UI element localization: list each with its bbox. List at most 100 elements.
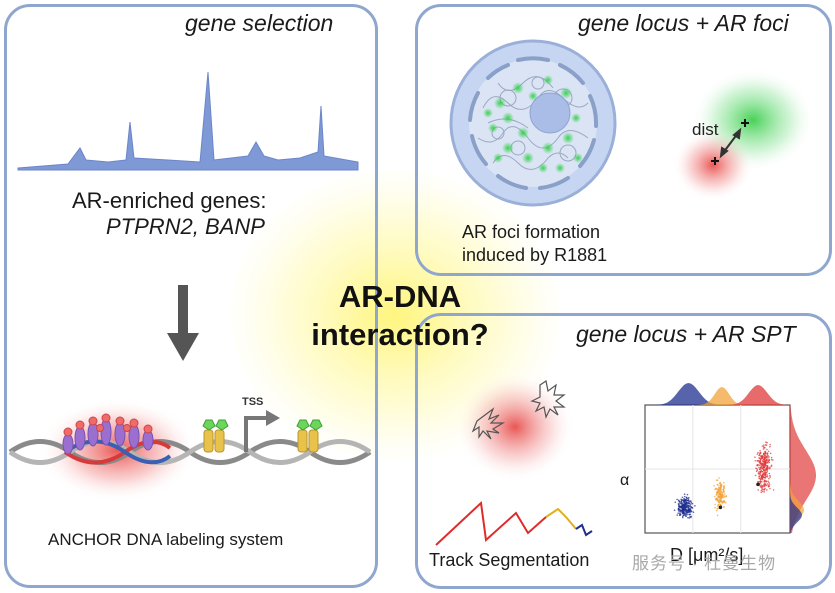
scatter-point-group-0 — [679, 505, 681, 508]
scatter-point-group-1 — [719, 503, 721, 506]
scatter-point-group-1 — [723, 485, 725, 487]
scatter-point-group-0 — [689, 507, 691, 510]
scatter-point-group-0 — [673, 509, 676, 511]
scatter-point-group-2 — [765, 484, 768, 487]
scatter-point-group-2 — [759, 451, 762, 454]
scatter-point-group-0 — [689, 504, 691, 507]
scatter-point-group-1 — [723, 505, 725, 508]
scatter-point-group-2 — [763, 456, 765, 458]
scatter-point-group-2 — [757, 451, 759, 454]
scatter-point-group-1 — [717, 500, 720, 503]
watermark-text: 服务号 · 杜曼生物 — [632, 554, 777, 573]
scatter-point-group-2 — [757, 464, 760, 466]
scatter-point-group-0 — [688, 509, 691, 512]
scatter-point-group-0 — [684, 495, 686, 498]
scatter-point-group-0 — [680, 505, 683, 507]
scatter-point-group-2 — [766, 453, 769, 456]
center-question: AR-DNA interaction? — [300, 278, 500, 354]
scatter-point-group-2 — [761, 490, 764, 493]
scatter-point-group-0 — [685, 509, 688, 512]
scatter-point-group-0 — [677, 504, 680, 506]
median-marker-1 — [756, 482, 760, 487]
scatter-point-group-1 — [714, 498, 717, 501]
scatter-point-group-2 — [770, 465, 773, 467]
scatter-point-group-2 — [766, 460, 769, 462]
scatter-point-group-0 — [683, 514, 685, 516]
scatter-point-group-0 — [689, 511, 692, 513]
scatter-point-group-2 — [760, 477, 762, 479]
marginal-top-density-1 — [645, 387, 790, 405]
scatter-point-group-2 — [764, 487, 766, 490]
scatter-point-group-1 — [715, 487, 717, 490]
plus-marker-green — [741, 119, 749, 127]
scatter-point-group-0 — [683, 497, 685, 500]
scatter-point-group-2 — [772, 489, 775, 491]
scatter-point-group-0 — [689, 500, 691, 503]
scatter-point-group-1 — [720, 491, 722, 494]
scatter-point-group-1 — [719, 487, 722, 489]
scatter-point-group-1 — [719, 489, 722, 492]
scatter-point-group-2 — [767, 454, 769, 457]
nucleolus — [529, 92, 571, 134]
scatter-point-group-0 — [690, 510, 693, 513]
scatter-point-group-1 — [721, 494, 723, 497]
foci-caption-line2: induced by R1881 — [462, 245, 608, 265]
ar-dimer-2 — [296, 419, 323, 453]
median-marker-0 — [718, 505, 723, 510]
scatter-point-group-2 — [767, 457, 769, 459]
gene-locus-red — [673, 129, 753, 201]
scatter-point-group-2 — [758, 475, 761, 477]
scatter-point-group-0 — [684, 502, 687, 504]
scatter-point-group-0 — [689, 515, 691, 518]
scatter-point-group-2 — [763, 446, 766, 449]
panel-gene-selection — [4, 4, 378, 588]
scatter-point-group-2 — [769, 452, 772, 455]
scatter-point-group-2 — [754, 456, 756, 458]
ar-dimer-1 — [202, 419, 229, 453]
scatter-point-group-2 — [768, 481, 770, 484]
scatter-point-group-0 — [689, 505, 692, 508]
scatter-point-group-1 — [721, 491, 724, 494]
scatter-point-group-2 — [763, 485, 766, 487]
scatter-point-group-2 — [766, 474, 769, 476]
scatter-point-group-2 — [766, 441, 768, 444]
scatter-point-group-2 — [764, 458, 766, 460]
scatter-point-group-2 — [757, 472, 760, 475]
scatter-point-group-2 — [762, 452, 765, 455]
scatter-point-group-0 — [688, 513, 690, 516]
scatter-point-group-2 — [764, 473, 767, 476]
scatter-point-group-1 — [722, 494, 725, 496]
scatter-point-group-1 — [715, 479, 718, 482]
scatter-point-group-1 — [720, 497, 723, 500]
marginal-top-density-0 — [645, 383, 790, 405]
marginal-right-density-2 — [790, 405, 802, 533]
panel-title-gene-selection: gene selection — [185, 10, 334, 36]
scatter-point-group-0 — [678, 501, 681, 503]
scatter-point-group-1 — [716, 490, 719, 493]
track-tangle-2 — [530, 380, 566, 419]
scatter-point-group-2 — [763, 479, 766, 482]
scatter-point-group-2 — [758, 477, 761, 479]
scatter-point-group-2 — [764, 468, 767, 470]
scatter-point-group-0 — [682, 499, 685, 502]
scatter-point-group-0 — [677, 509, 680, 512]
scatter-point-group-2 — [759, 457, 762, 460]
scatter-point-group-2 — [759, 485, 762, 487]
scatter-point-group-2 — [763, 469, 765, 471]
scatter-point-group-2 — [770, 456, 773, 459]
scatter-point-group-1 — [718, 490, 721, 492]
scatter-point-group-2 — [762, 467, 764, 470]
scatter-point-group-1 — [718, 493, 720, 496]
panel-title-locus-spt: gene locus + AR SPT — [576, 321, 796, 347]
scatter-point-group-2 — [770, 458, 773, 461]
scatter-point-group-2 — [766, 470, 769, 473]
scatter-point-group-1 — [715, 493, 718, 495]
center-question-line2: interaction? — [311, 317, 489, 352]
scatter-point-group-2 — [756, 464, 758, 467]
scatter-point-group-0 — [680, 513, 682, 515]
x-axis-label: D [μm²/s] — [670, 545, 744, 565]
ar-foci-green — [483, 75, 583, 173]
scatter-point-group-2 — [768, 467, 771, 470]
scatter-point-group-0 — [692, 511, 695, 513]
scatter-point-group-2 — [769, 466, 771, 469]
